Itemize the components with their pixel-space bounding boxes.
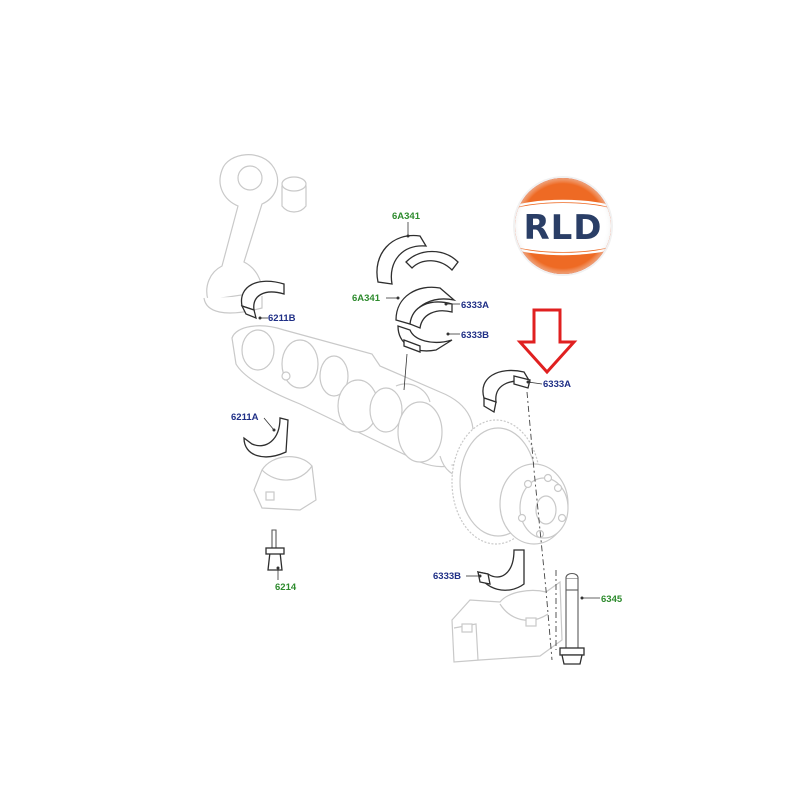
callout-6333B-upper[interactable]: 6333B xyxy=(461,330,489,341)
callout-6214[interactable]: 6214 xyxy=(275,582,297,593)
callout-6345[interactable]: 6345 xyxy=(601,594,623,605)
assembly-centerline xyxy=(526,391,553,661)
leader-lines xyxy=(258,222,600,600)
thrust-washer-upper xyxy=(376,234,428,285)
main-bearing-cap-drawing xyxy=(451,580,563,663)
highlight-arrow-icon xyxy=(516,308,578,375)
callout-6333A-upper[interactable]: 6333A xyxy=(461,300,489,311)
bearing-leader-center xyxy=(403,353,408,391)
rod-bolt-drawing xyxy=(265,529,285,571)
callout-6A341-bottom[interactable]: 6A341 xyxy=(352,293,381,304)
rod-bearing-shell-b xyxy=(240,280,285,311)
crankshaft-drawing xyxy=(231,325,474,476)
main-bearing-shell-lower xyxy=(477,549,525,591)
flywheel-drawing xyxy=(451,419,569,545)
rld-logo: RLD xyxy=(513,176,613,276)
logo-text: RLD xyxy=(523,208,602,248)
rod-bearing-shell-a xyxy=(243,417,289,458)
bearing-shells xyxy=(240,234,532,591)
callout-6211B[interactable]: 6211B xyxy=(268,313,296,324)
main-bolt-drawing xyxy=(559,572,585,665)
rod-cap-drawing xyxy=(253,456,317,511)
callout-6211A[interactable]: 6211A xyxy=(231,412,259,423)
callout-6333B-lower[interactable]: 6333B xyxy=(433,571,461,582)
callout-6A341-top[interactable]: 6A341 xyxy=(392,211,421,222)
callout-6333A-highlighted[interactable]: 6333A xyxy=(543,379,571,390)
callout-labels: 6A341 6A341 6333A 6333B 6211B 6211A 6333… xyxy=(231,211,623,605)
